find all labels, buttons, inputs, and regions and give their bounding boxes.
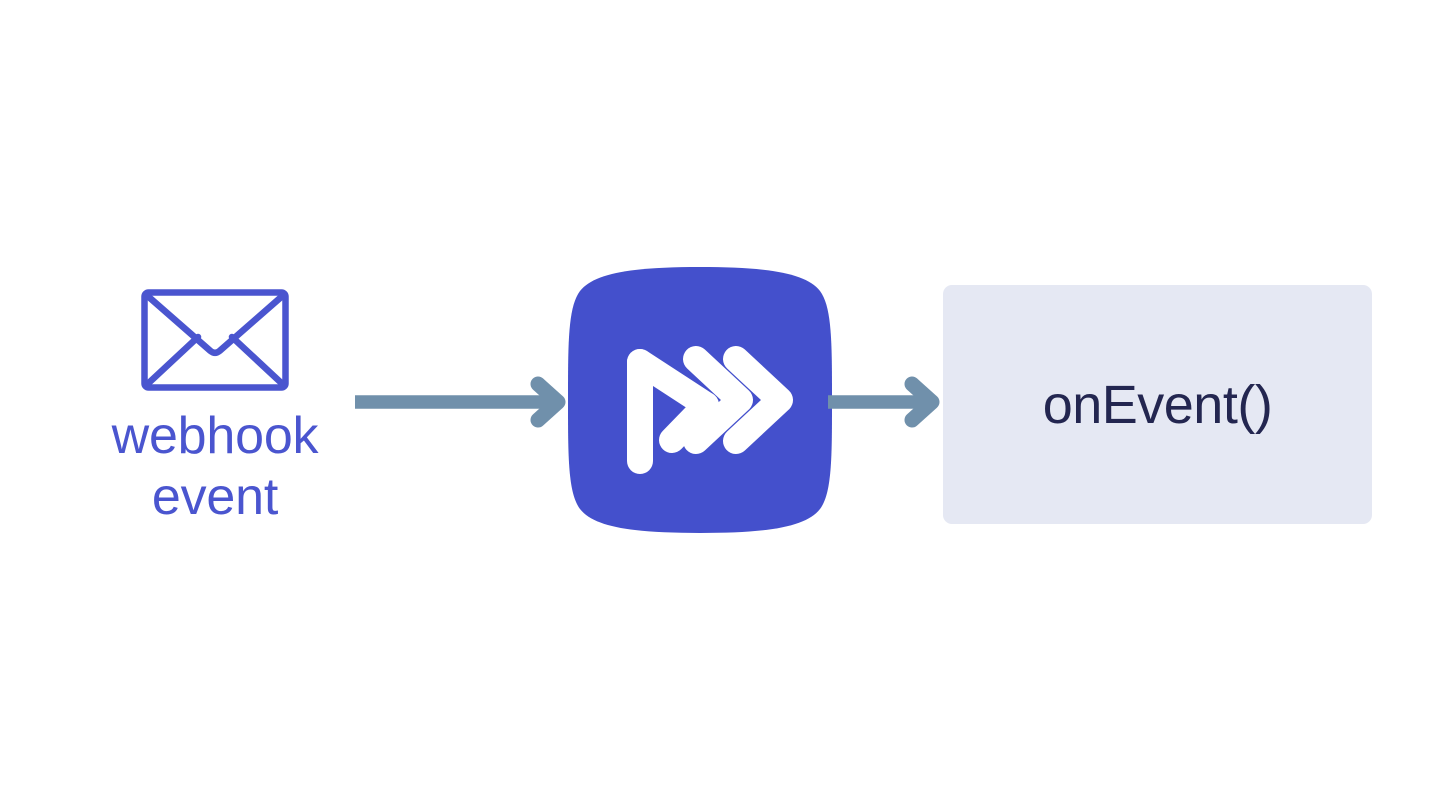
arrow-source-to-service	[352, 376, 574, 428]
handler-label: onEvent()	[1042, 374, 1273, 435]
arrow-service-to-handler	[826, 376, 948, 428]
envelope-icon	[140, 288, 290, 392]
service-logo-icon	[568, 265, 832, 535]
handler-box: onEvent()	[943, 285, 1372, 524]
source-label: webhook event	[111, 407, 319, 527]
source-node: webhook event	[60, 288, 370, 529]
